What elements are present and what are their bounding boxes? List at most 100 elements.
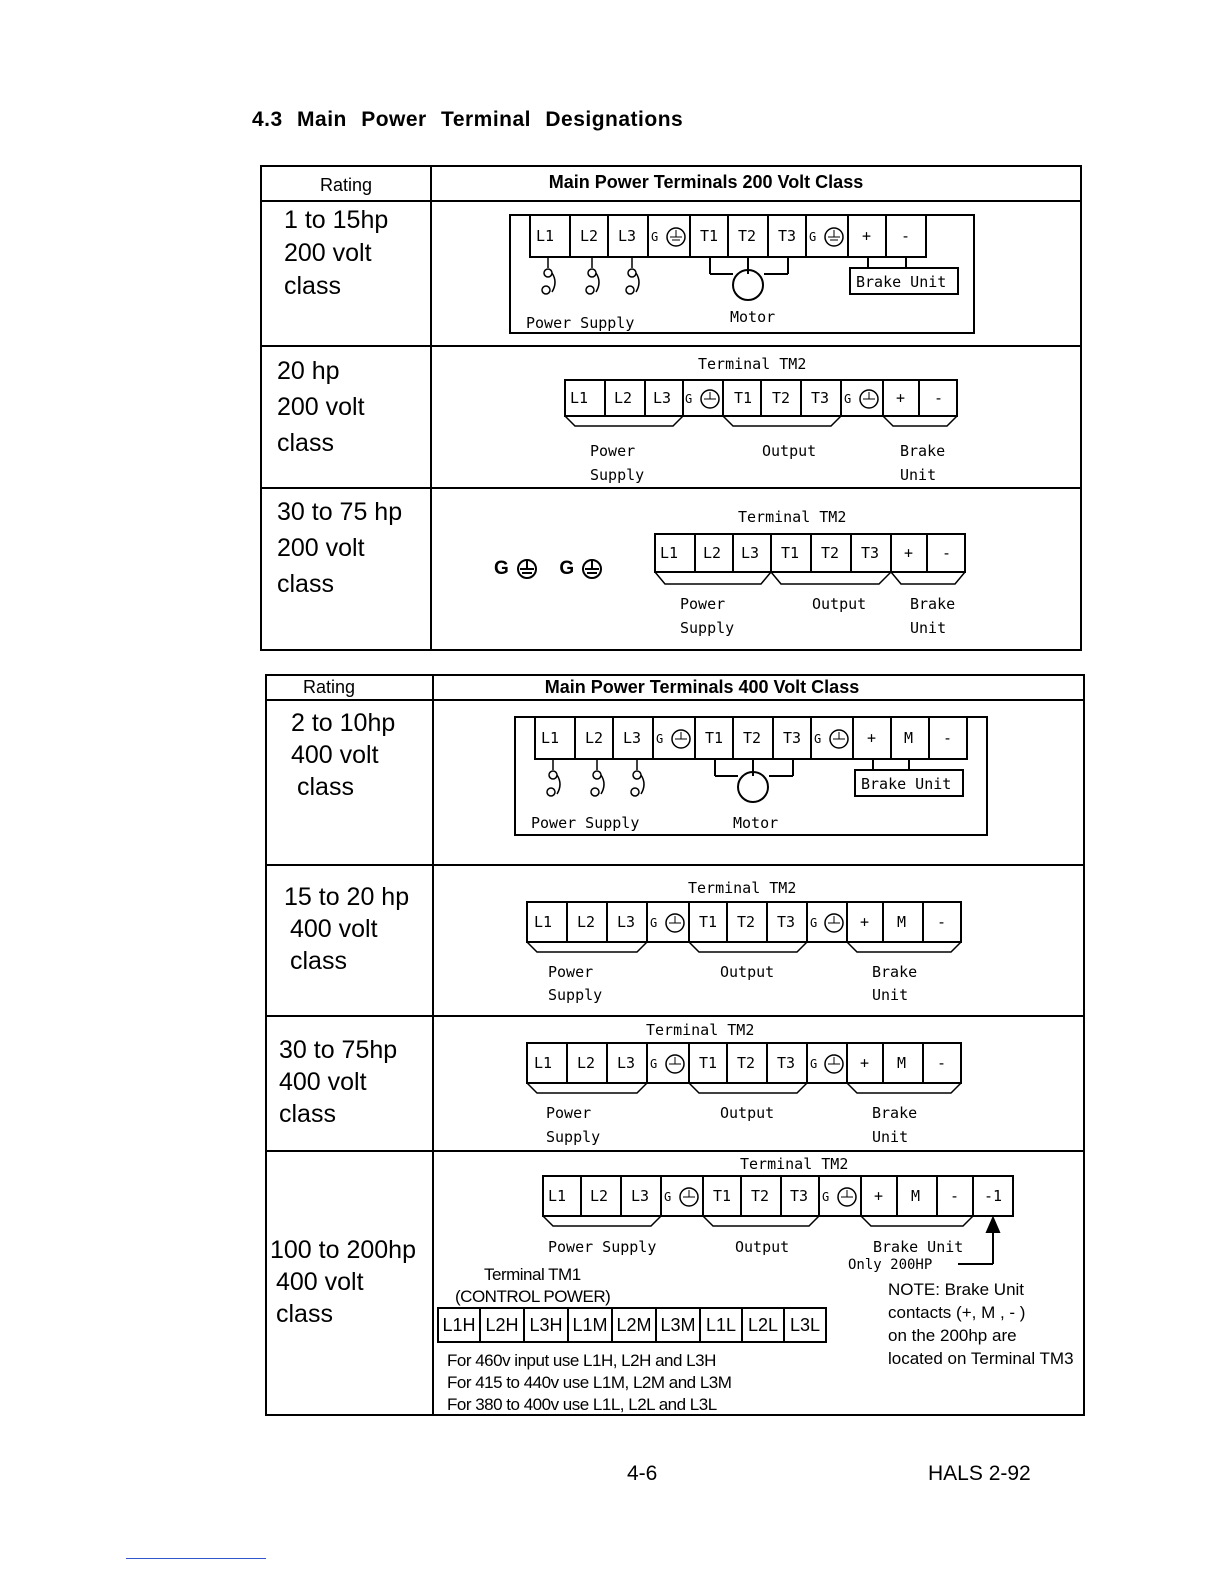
svg-text:Supply: Supply: [680, 619, 734, 637]
svg-text:Power: Power: [548, 963, 593, 981]
tm1-terminal-strip: L1H L2H L3H L1M L2M L3M L1L L2L L3L: [437, 1307, 827, 1343]
page-number: 4-6: [627, 1462, 658, 1485]
svg-text:-: -: [901, 227, 910, 245]
svg-text:L1: L1: [534, 1054, 552, 1072]
svg-text:T2: T2: [821, 544, 839, 562]
diagram-400v-15-20hp: Terminal TM2 L1 L2 L3 G T1 T2 T3 G + M -…: [526, 879, 962, 1004]
svg-text:Terminal TM2: Terminal TM2: [688, 879, 796, 897]
svg-text:L1: L1: [660, 544, 678, 562]
svg-text:Power: Power: [546, 1104, 591, 1122]
svg-text:Brake: Brake: [900, 442, 945, 460]
svg-text:+: +: [860, 1054, 869, 1072]
svg-text:G: G: [844, 392, 851, 406]
svg-text:+: +: [896, 389, 905, 407]
svg-text:T1: T1: [699, 1054, 717, 1072]
svg-text:L2: L2: [577, 1054, 595, 1072]
diagram-400v-2-10hp: L1 L2 L3 G T1 T2 T3 G + M - Brake Unit P…: [514, 716, 988, 836]
tm1-subtitle: (CONTROL POWER): [455, 1287, 611, 1306]
diagram-200v-20hp: Terminal TM2 L1 L2 L3 G T1 T2 T3 G + - P…: [564, 355, 958, 484]
svg-text:L1: L1: [548, 1187, 566, 1205]
svg-text:T1: T1: [713, 1187, 731, 1205]
brake-unit-note: NOTE: Brake Unit contacts (+, M , - ) on…: [888, 1280, 1074, 1368]
section-title: 4.3 Main Power Terminal Designations: [252, 108, 684, 131]
svg-text:M: M: [897, 913, 906, 931]
svg-text:L3: L3: [741, 544, 759, 562]
svg-text:+: +: [867, 729, 876, 747]
power-supply-switches: [541, 257, 640, 295]
table-400-volt: [265, 674, 1085, 1416]
svg-text:Brake: Brake: [910, 595, 955, 613]
svg-text:L1: L1: [534, 913, 552, 931]
ground-icon: [517, 559, 538, 579]
svg-text:G: G: [814, 732, 821, 746]
svg-text:T2: T2: [751, 1187, 769, 1205]
svg-text:T3: T3: [777, 1054, 795, 1072]
motor-icon: [709, 257, 789, 301]
svg-text:Output: Output: [735, 1238, 789, 1256]
svg-text:-: -: [934, 389, 943, 407]
tm1-cell: L2L: [743, 1309, 785, 1341]
svg-text:Output: Output: [720, 1104, 774, 1122]
footer-rule: [126, 1558, 266, 1559]
svg-text:L3: L3: [617, 913, 635, 931]
svg-text:L3: L3: [631, 1187, 649, 1205]
svg-text:T2: T2: [738, 227, 756, 245]
group-brackets: [542, 1215, 974, 1227]
brake-unit-box: [854, 759, 964, 797]
svg-text:M: M: [904, 729, 913, 747]
group-brackets: [526, 1082, 962, 1094]
svg-text:Power Supply: Power Supply: [531, 814, 639, 832]
svg-text:+: +: [874, 1187, 883, 1205]
tm1-cell: L1M: [569, 1309, 613, 1341]
svg-text:Unit: Unit: [910, 619, 946, 637]
svg-text:Output: Output: [812, 595, 866, 613]
svg-text:Brake Unit: Brake Unit: [856, 273, 946, 291]
svg-text:G: G: [810, 1057, 817, 1071]
svg-text:Motor: Motor: [730, 308, 775, 326]
group-brackets: [564, 415, 958, 427]
svg-text:T1: T1: [700, 227, 718, 245]
ground-icon: [829, 729, 849, 749]
svg-text:L2: L2: [614, 389, 632, 407]
svg-text:Unit: Unit: [900, 466, 936, 484]
svg-text:G: G: [822, 1190, 829, 1204]
tm1-cell: L3M: [657, 1309, 701, 1341]
svg-text:L3: L3: [653, 389, 671, 407]
svg-text:M: M: [897, 1054, 906, 1072]
diagram-400v-100-200hp: Terminal TM2 L1 L2 L3 G T1 T2 T3 G + M -…: [542, 1155, 1014, 1273]
tm1-cell: L2H: [481, 1309, 525, 1341]
svg-text:T3: T3: [783, 729, 801, 747]
svg-text:Supply: Supply: [590, 466, 644, 484]
svg-text:Terminal TM2: Terminal TM2: [738, 508, 846, 526]
svg-text:Supply: Supply: [546, 1128, 600, 1146]
svg-text:T2: T2: [772, 389, 790, 407]
svg-text:Brake Unit: Brake Unit: [873, 1238, 963, 1256]
svg-text:T3: T3: [790, 1187, 808, 1205]
svg-text:Brake: Brake: [872, 1104, 917, 1122]
svg-text:Power Supply: Power Supply: [526, 314, 634, 332]
tm1-usage: For 460v input use L1H, L2H and L3H For …: [447, 1351, 732, 1414]
svg-text:Motor: Motor: [733, 814, 778, 832]
tm1-title: Terminal TM1: [484, 1265, 581, 1284]
svg-text:G: G: [656, 732, 663, 746]
svg-text:G: G: [810, 916, 817, 930]
brake-unit-box: [849, 257, 959, 295]
svg-text:Unit: Unit: [872, 1128, 908, 1146]
motor-icon: [714, 759, 794, 803]
ground-icon: [700, 389, 720, 409]
svg-text:G: G: [685, 392, 692, 406]
terminals-header-200: Main Power Terminals 200 Volt Class: [548, 172, 864, 192]
ground-icon: [824, 913, 844, 933]
group-brackets: [654, 571, 966, 585]
svg-text:Terminal TM2: Terminal TM2: [740, 1155, 848, 1173]
svg-text:T2: T2: [737, 913, 755, 931]
svg-text:L3: L3: [617, 1054, 635, 1072]
diagram-200v-1-15hp: L1 L2 L3 G T1 T2 T3 G + - Brake Unit Pow…: [509, 214, 975, 334]
svg-text:L2: L2: [580, 227, 598, 245]
svg-text:+: +: [904, 544, 913, 562]
table-200-volt: [260, 165, 1082, 651]
svg-text:T2: T2: [743, 729, 761, 747]
